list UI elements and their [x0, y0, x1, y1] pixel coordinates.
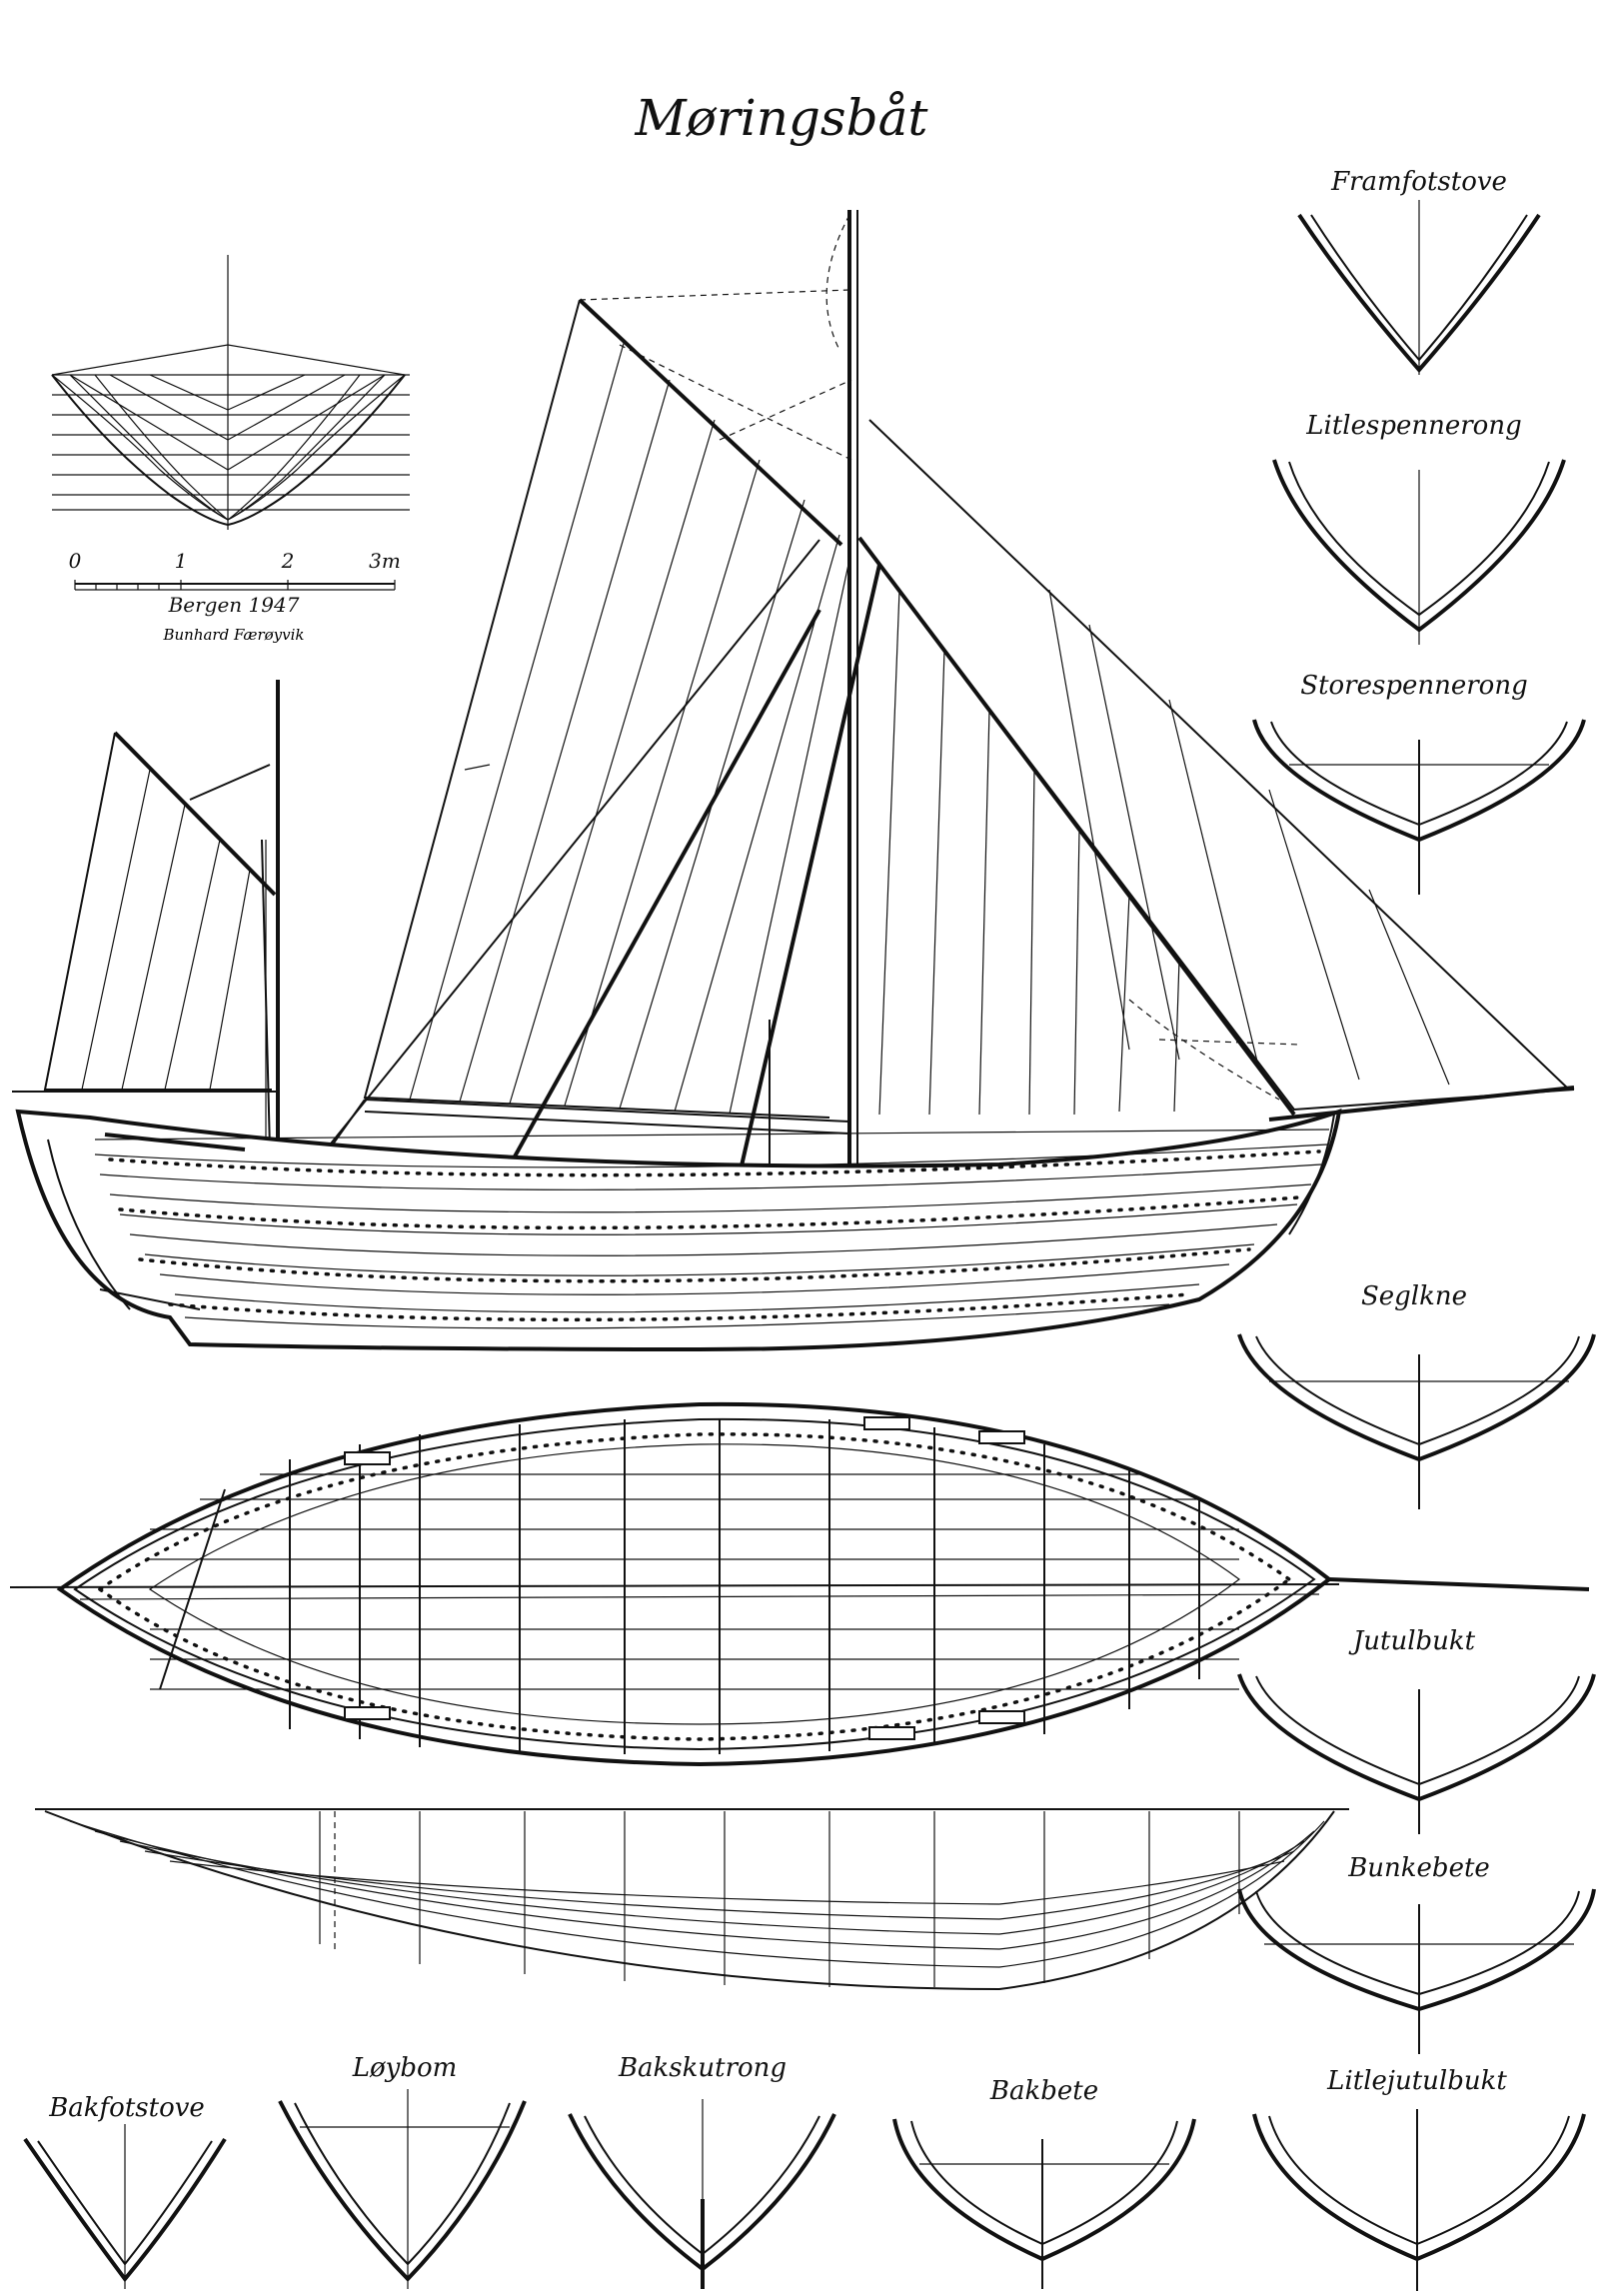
- section-label-litlespennerong: Litlespennerong: [1305, 411, 1521, 441]
- plan-title: Møringsbåt: [635, 89, 929, 147]
- section-jutulbukt: Jutulbukt: [1237, 1626, 1596, 1834]
- section-label-seglkne: Seglkne: [1361, 1281, 1467, 1311]
- scale-tick-2: 2: [281, 549, 295, 573]
- section-storespennerong: Storespennerong: [1252, 671, 1586, 895]
- scale-tick-1: 1: [175, 549, 188, 573]
- section-label-bakbete: Bakbete: [989, 2076, 1098, 2106]
- lines-plan-drawing: [35, 1808, 1349, 1991]
- author-signature: Bunhard Færøyvik: [162, 626, 304, 644]
- section-label-framfotstove: Framfotstove: [1330, 167, 1507, 197]
- section-label-bunkebete: Bunkebete: [1347, 1853, 1490, 1883]
- section-seglkne: Seglkne: [1237, 1281, 1596, 1509]
- section-litlespennerong: Litlespennerong: [1272, 411, 1566, 645]
- scale-tick-0: 0: [69, 549, 82, 573]
- section-label-jutulbukt: Jutulbukt: [1348, 1626, 1476, 1656]
- section-label-storespennerong: Storespennerong: [1300, 671, 1527, 701]
- section-litlejutulbukt: Litlejutulbukt: [1252, 2066, 1586, 2291]
- scale-tick-3m: 3m: [369, 549, 401, 573]
- half-breadth-plan-drawing: [9, 1401, 1590, 1767]
- scale-bar: 0 1 2 3m Bergen 1947 Bunhard Færøyvik: [69, 549, 401, 644]
- section-bakskutrong: Bakskutrong: [568, 2053, 836, 2289]
- section-bakfotstove: Bakfotstove: [23, 2093, 227, 2289]
- place-year-label: Bergen 1947: [168, 593, 300, 617]
- sail-plan-drawing: [12, 210, 1575, 1352]
- section-label-bakfotstove: Bakfotstove: [48, 2093, 205, 2123]
- section-label-loybom: Løybom: [352, 2053, 458, 2083]
- section-bakbete: Bakbete: [892, 2076, 1196, 2289]
- section-loybom: Løybom: [278, 2053, 527, 2289]
- section-label-bakskutrong: Bakskutrong: [618, 2053, 787, 2083]
- section-label-litlejutulbukt: Litlejutulbukt: [1326, 2066, 1507, 2096]
- body-plan-drawing: [51, 255, 410, 530]
- section-framfotstove: Framfotstove: [1297, 167, 1541, 375]
- section-bunkebete: Bunkebete: [1237, 1853, 1596, 2054]
